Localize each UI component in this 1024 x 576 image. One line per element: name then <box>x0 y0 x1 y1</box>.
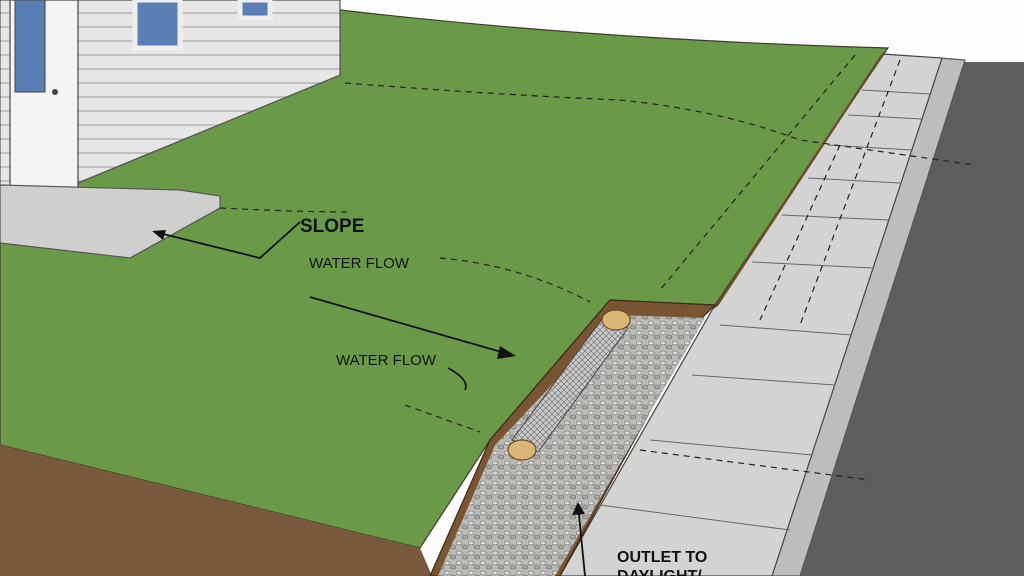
arrows <box>154 221 586 576</box>
outlet-label-line2: DAYLIGHT/ <box>617 567 707 576</box>
water-flow-label: WATER FLOW <box>309 255 409 272</box>
door-glass <box>14 0 46 93</box>
door-handle <box>52 89 58 95</box>
sidewalk-joints <box>599 89 931 531</box>
water-flow-label: WATER FLOW <box>336 352 436 369</box>
soil-cross-section <box>0 445 432 576</box>
window <box>132 0 183 51</box>
soil-edge <box>712 48 888 310</box>
gravel-trench <box>438 315 705 576</box>
slope-label: SLOPE <box>300 216 365 237</box>
window <box>237 0 273 21</box>
house <box>0 0 341 259</box>
flow-lines <box>219 54 976 481</box>
arrowheads <box>152 230 585 515</box>
road <box>795 62 1024 576</box>
outlet-label: OUTLET TO DAYLIGHT/ <box>617 548 707 576</box>
perforated-drain-pipe <box>507 309 631 461</box>
outlet-label-line1: OUTLET TO <box>617 549 708 566</box>
